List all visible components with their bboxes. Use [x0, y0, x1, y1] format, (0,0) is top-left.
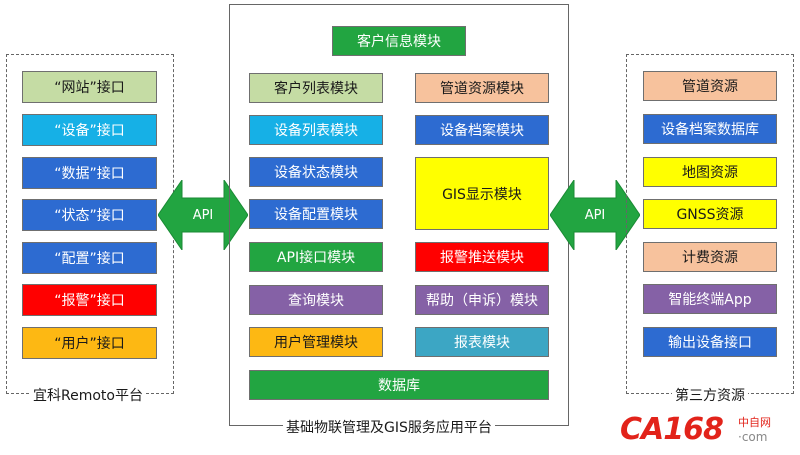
ca168-logo-subtitle: 中自网	[738, 416, 771, 429]
device-config-module: 设备配置模块	[249, 199, 383, 229]
right-item-billing-resource: 计费资源	[643, 242, 777, 272]
api-interface-module: API接口模块	[249, 242, 383, 272]
right-panel-caption: 第三方资源	[672, 385, 748, 405]
left-item-alarm-interface: “报警”接口	[22, 284, 157, 316]
right-item-gnss-resource: GNSS资源	[643, 199, 777, 229]
customer-list-module: 客户列表模块	[249, 73, 383, 103]
device-list-module: 设备列表模块	[249, 115, 383, 145]
left-item-status-interface: “状态”接口	[22, 199, 157, 231]
right-api-label: API	[584, 207, 606, 223]
left-item-user-interface: “用户”接口	[22, 327, 157, 359]
gis-display-module: GIS显示模块	[415, 157, 549, 230]
device-status-module: 设备状态模块	[249, 157, 383, 187]
ca168-logo: CA168 中自网 ·com	[620, 410, 800, 450]
left-item-data-interface: “数据”接口	[22, 157, 157, 189]
database-module: 数据库	[249, 370, 549, 400]
query-module: 查询模块	[249, 285, 383, 315]
double-arrow-icon	[550, 180, 640, 250]
left-item-website-interface: “网站”接口	[22, 71, 157, 103]
center-panel-caption: 基础物联管理及GIS服务应用平台	[283, 417, 495, 437]
left-panel-caption: 宜科Remoto平台	[30, 385, 146, 405]
alarm-push-module: 报警推送模块	[415, 242, 549, 272]
device-archive-module: 设备档案模块	[415, 115, 549, 145]
left-api-label: API	[192, 207, 214, 223]
right-api-arrow: API	[550, 180, 640, 250]
pipeline-resource-module: 管道资源模块	[415, 73, 549, 103]
ca168-logo-text: CA168	[620, 412, 724, 447]
right-item-smart-terminal-app: 智能终端App	[643, 284, 777, 314]
report-module: 报表模块	[415, 327, 549, 357]
right-item-output-device-interface: 输出设备接口	[643, 327, 777, 357]
user-management-module: 用户管理模块	[249, 327, 383, 357]
help-complaint-module: 帮助（申诉）模块	[415, 285, 549, 315]
customer-info-module: 客户信息模块	[332, 26, 466, 56]
left-item-device-interface: “设备”接口	[22, 114, 157, 146]
double-arrow-icon	[158, 180, 248, 250]
right-item-pipeline-resource: 管道资源	[643, 71, 777, 101]
right-item-map-resource: 地图资源	[643, 157, 777, 187]
right-item-device-archive-db: 设备档案数据库	[643, 114, 777, 144]
left-api-arrow: API	[158, 180, 248, 250]
left-item-config-interface: “配置”接口	[22, 242, 157, 274]
ca168-logo-domain: ·com	[738, 430, 768, 444]
